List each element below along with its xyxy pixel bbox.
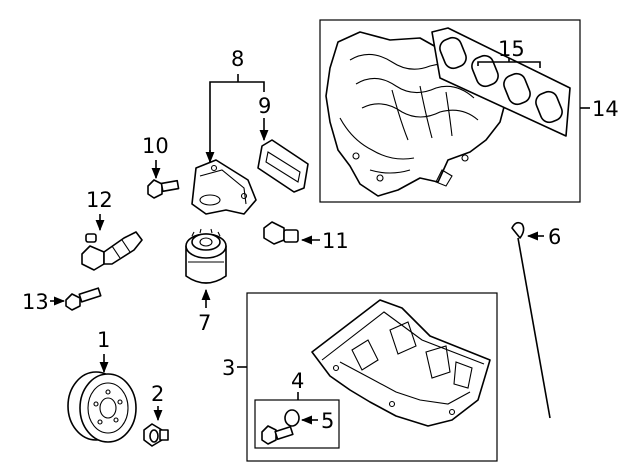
callout-12[interactable]: 12 [86, 188, 113, 212]
oil-filter-adapter-icon [191, 159, 257, 215]
callout-13[interactable]: 13 [22, 290, 49, 314]
callout-8[interactable]: 8 [231, 47, 244, 71]
oil-pan-icon [311, 299, 491, 427]
drain-plug-box [254, 399, 340, 449]
oil-dipstick-icon [511, 221, 551, 419]
callout-4[interactable]: 4 [291, 369, 304, 393]
oil-filter-icon [185, 228, 227, 284]
callout-5[interactable]: 5 [321, 409, 334, 433]
crankshaft-pulley-icon [67, 371, 137, 443]
oil-pan-box [246, 292, 498, 462]
oil-pressure-sensor-icon [263, 221, 299, 245]
callout-9[interactable]: 9 [258, 94, 271, 118]
pcv-valve-icon [81, 231, 143, 271]
intake-manifold-box [319, 19, 581, 203]
callout-14[interactable]: 14 [592, 97, 619, 121]
callout-2[interactable]: 2 [151, 382, 164, 406]
callout-15[interactable]: 15 [498, 37, 525, 61]
callout-6[interactable]: 6 [548, 225, 561, 249]
adapter-gasket-icon [257, 139, 309, 193]
pulley-bolt-icon [143, 423, 169, 447]
drain-plug-icon [261, 425, 294, 445]
callout-7[interactable]: 7 [198, 311, 211, 335]
callout-10[interactable]: 10 [142, 134, 169, 158]
callout-11[interactable]: 11 [322, 229, 349, 253]
adapter-bolt-icon [147, 179, 180, 199]
bolt-icon [65, 287, 102, 311]
drain-plug-gasket-icon [284, 409, 300, 427]
callout-3[interactable]: 3 [222, 356, 235, 380]
callout-1[interactable]: 1 [97, 328, 110, 352]
